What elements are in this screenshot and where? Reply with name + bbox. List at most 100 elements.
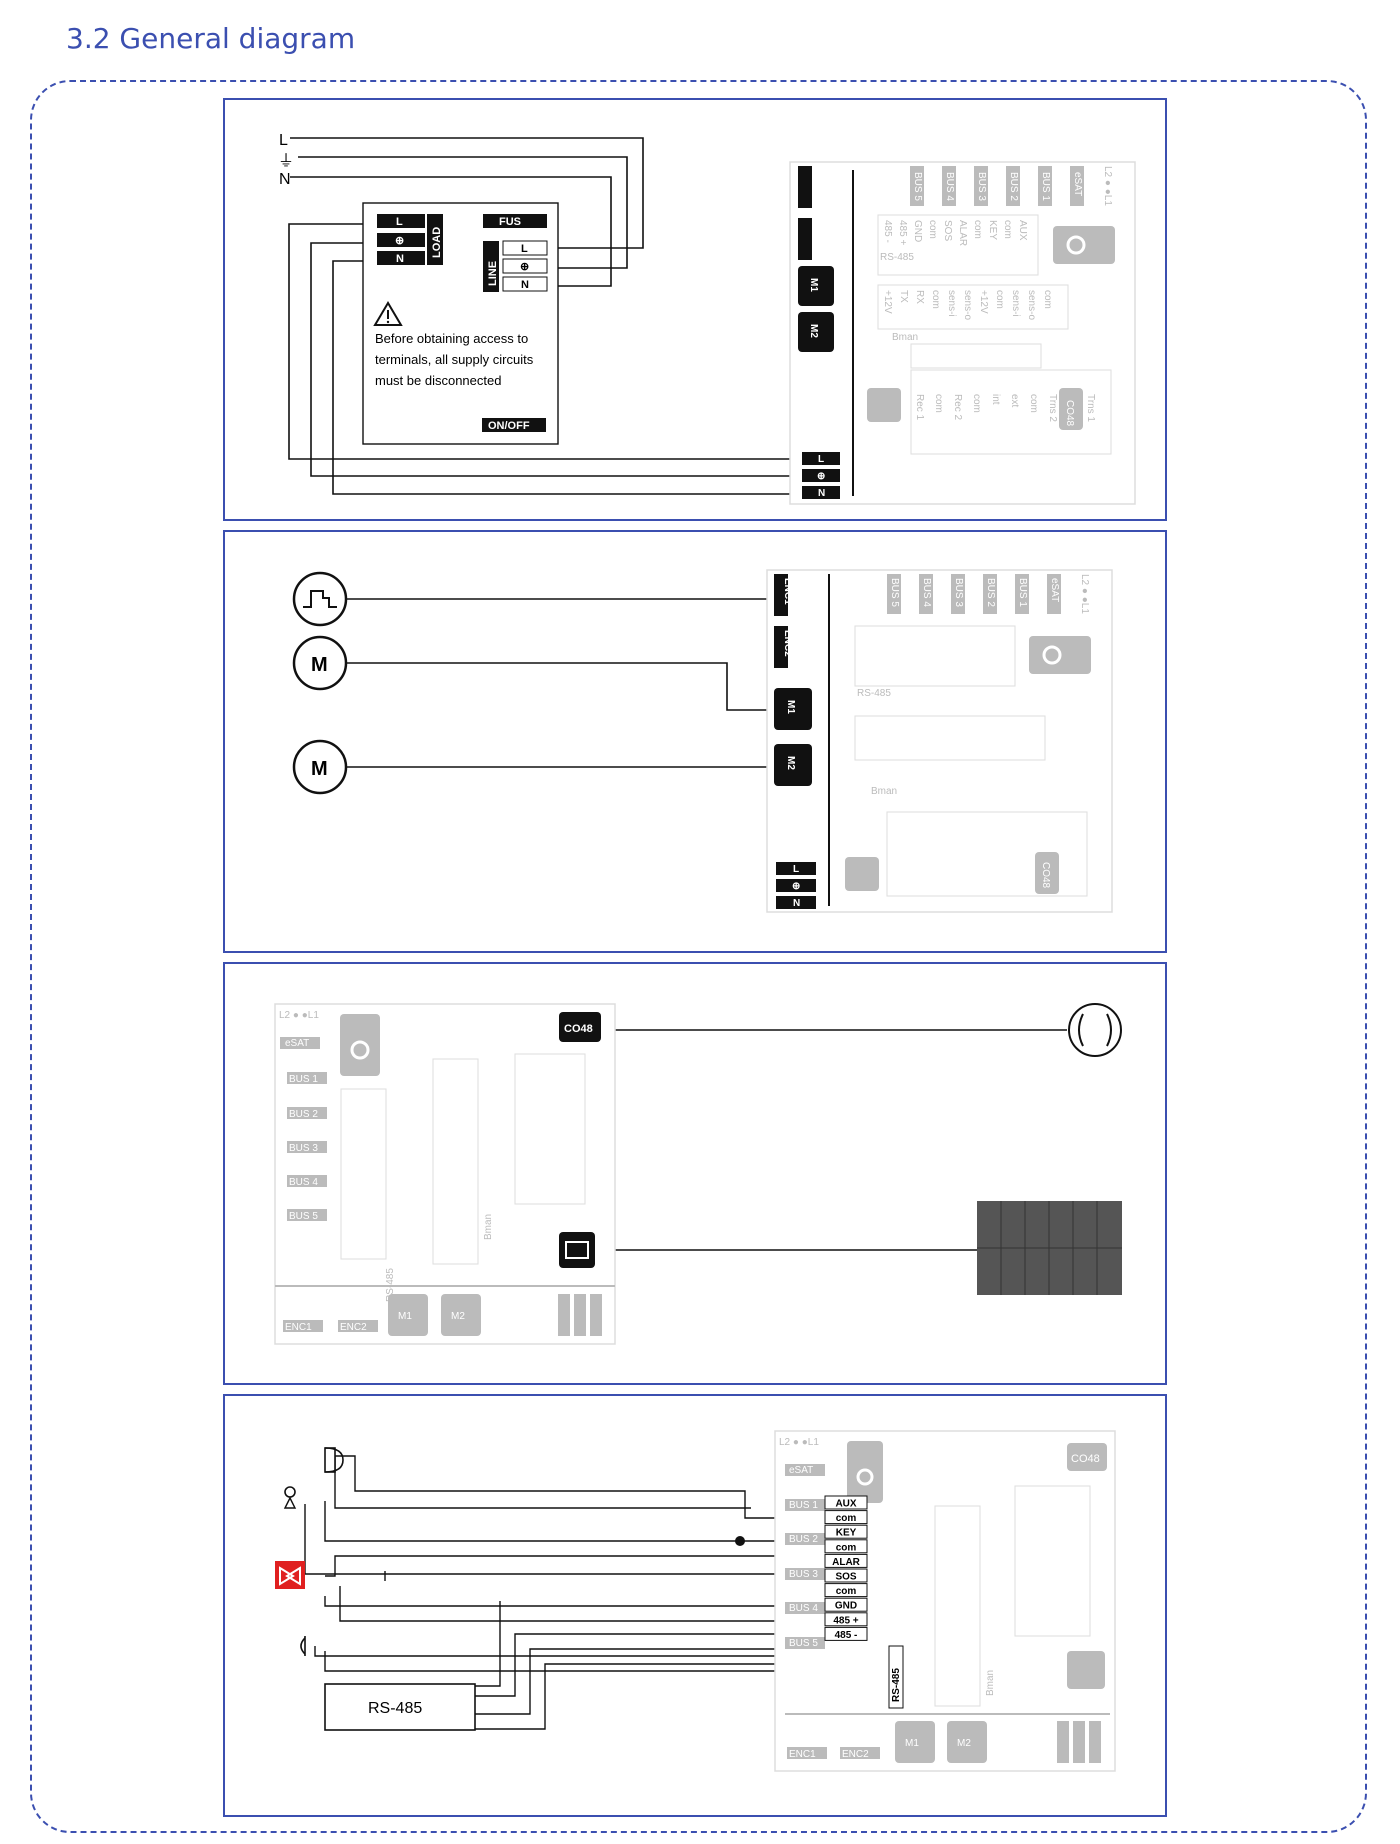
board-mid-term-0: +12V — [882, 290, 893, 314]
board-mid-term-5: sens-o — [962, 290, 973, 320]
board3-bus1: BUS 1 — [289, 1074, 318, 1085]
board-top-term-2: GND — [912, 220, 923, 242]
load-label: LOAD — [431, 227, 443, 258]
board-mid-term-7: com — [994, 290, 1005, 309]
board-bottom-term-1: com — [933, 394, 944, 413]
motor-1-icon: M — [292, 635, 348, 691]
board4-bus4: BUS 4 — [789, 1603, 818, 1614]
board-mid-term-10: com — [1042, 290, 1053, 309]
fus-label: FUS — [499, 216, 521, 228]
board-rs485: RS-485 — [880, 252, 914, 263]
load-terminal-ground: ⊕ — [395, 235, 404, 247]
board-bus3: BUS 3 — [976, 172, 987, 201]
bus-terminal-label-7: GND — [835, 1601, 857, 1612]
battery-icon — [867, 388, 901, 422]
bus-terminal-box-6 — [824, 1583, 868, 1598]
board4-enc2: ENC2 — [842, 1749, 869, 1760]
bus-terminal-box-2 — [824, 1524, 868, 1539]
board-bottom-term-6: com — [1028, 394, 1039, 413]
control-board-4: L2 ● ●L1 eSAT BUS 1 BUS 2 BUS 3 BUS 4 BU… — [774, 1430, 1116, 1772]
board3-bman: Bman — [483, 1214, 494, 1240]
board-bottom-term-4: int — [990, 394, 1001, 405]
panel-mains-wiring: L ⏚ N L ⊕ N LOAD FUS LINE L ⊕ N Before o… — [223, 98, 1167, 521]
board-bottom-term-5: ext — [1009, 394, 1020, 408]
board-m2: M2 — [808, 324, 819, 338]
warning-line-3: must be disconnected — [375, 373, 501, 388]
board-bottom-term-2: Rec 2 — [952, 394, 963, 421]
battery-terminal-icon-4 — [1067, 1651, 1105, 1689]
board3-enc2: ENC2 — [340, 1322, 367, 1333]
board-top-term-1: 485 + — [897, 220, 908, 245]
board-m1: M1 — [808, 278, 819, 292]
alarm-icon — [275, 1561, 305, 1589]
bus-terminal-box-8 — [824, 1612, 868, 1627]
siren-icon — [324, 1447, 344, 1473]
board2-term-ground: ⊕ — [792, 881, 800, 892]
bus-terminal-box-3 — [824, 1539, 868, 1554]
board2-enc2: ENC2 — [782, 630, 793, 657]
fus-terminal-n: N — [521, 279, 529, 291]
bus-terminal-box-9 — [824, 1626, 868, 1641]
board-top-term-3: com — [927, 220, 938, 239]
board4-bman: Bman — [985, 1670, 996, 1696]
board-term-n: N — [818, 488, 825, 499]
board-esat: eSAT — [1072, 172, 1083, 196]
board-mid-term-4: sens-i — [946, 290, 957, 317]
panel-motors: M M ENC1 ENC2 M1 M2 L ⊕ N — [223, 530, 1167, 953]
board-bottom-term-3: com — [971, 394, 982, 413]
lock-icon-4 — [847, 1441, 883, 1503]
board3-bus5: BUS 5 — [289, 1211, 318, 1222]
board-top-term-4: SOS — [942, 220, 953, 241]
board2-enc1: ENC1 — [782, 578, 793, 605]
bus-terminal-box-0 — [824, 1495, 868, 1510]
bus-terminal-box-7 — [824, 1597, 868, 1612]
bus-terminal-box-5 — [824, 1568, 868, 1583]
motors-svg: M M ENC1 ENC2 M1 M2 L ⊕ N — [292, 569, 1113, 913]
board2-co48: CO48 — [1040, 862, 1051, 889]
board2-bus5: BUS 5 — [889, 578, 900, 607]
load-terminal-l: L — [396, 216, 403, 228]
motor-2-label: M — [311, 758, 328, 780]
battery-terminal-icon — [559, 1232, 595, 1268]
board2-m2: M2 — [785, 756, 796, 770]
board-enc1: ENC1 — [812, 166, 823, 193]
board4-bus5: BUS 5 — [789, 1638, 818, 1649]
board-co48: CO48 — [1064, 400, 1075, 427]
board3-bus3: BUS 3 — [289, 1143, 318, 1154]
board-top-term-8: com — [1002, 220, 1013, 239]
board-mid-term-6: +12V — [978, 290, 989, 314]
bus-terminal-label-5: SOS — [835, 1572, 856, 1583]
fus-terminal-ground: ⊕ — [520, 261, 529, 273]
accessories-svg: L2 ● ●L1 eSAT BUS 1 BUS 2 BUS 3 BUS 4 BU… — [274, 1003, 1122, 1345]
board3-bus2: BUS 2 — [289, 1109, 318, 1120]
bus-terminal-label-1: com — [836, 1513, 857, 1524]
board-bman: Bman — [892, 332, 918, 343]
board3-esat: eSAT — [285, 1038, 309, 1049]
motor-1-label: M — [311, 654, 328, 676]
board3-bus4: BUS 4 — [289, 1177, 318, 1188]
warning-line-1: Before obtaining access to — [375, 331, 528, 346]
board-enc2: ENC2 — [812, 218, 823, 245]
board2-rs485: RS-485 — [857, 688, 891, 699]
board4-enc1: ENC1 — [789, 1749, 816, 1760]
board2-leds: L2 ● ●L1 — [1079, 574, 1090, 614]
bus-terminal-label-0: AUX — [835, 1499, 856, 1510]
board2-bus1: BUS 1 — [1017, 578, 1028, 607]
rs485-device — [324, 1683, 476, 1731]
control-board: ENC1 ENC2 M1 M2 L ⊕ N BUS 5 BUS 4 BU — [789, 161, 1136, 505]
board-mid-term-3: com — [930, 290, 941, 309]
board-top-term-7: KEY — [987, 220, 998, 240]
board4-m1: M1 — [905, 1738, 919, 1749]
board4-leds: L2 ● ●L1 — [779, 1437, 819, 1448]
board-mid-term-8: sens-i — [1010, 290, 1021, 317]
bus-terminal-box-4 — [824, 1553, 868, 1568]
mains-n-label: N — [279, 171, 291, 188]
bus-terminal-label-2: KEY — [836, 1528, 857, 1539]
key-switch-icon — [283, 1486, 297, 1509]
board-mid-term-9: sens-o — [1026, 290, 1037, 320]
board-bottom-term-7: Trns 2 — [1047, 394, 1058, 422]
board-mid-term-2: RX — [914, 290, 925, 304]
board-top-term-6: com — [972, 220, 983, 239]
line-label: LINE — [487, 261, 499, 286]
board2-term-n: N — [793, 898, 800, 909]
